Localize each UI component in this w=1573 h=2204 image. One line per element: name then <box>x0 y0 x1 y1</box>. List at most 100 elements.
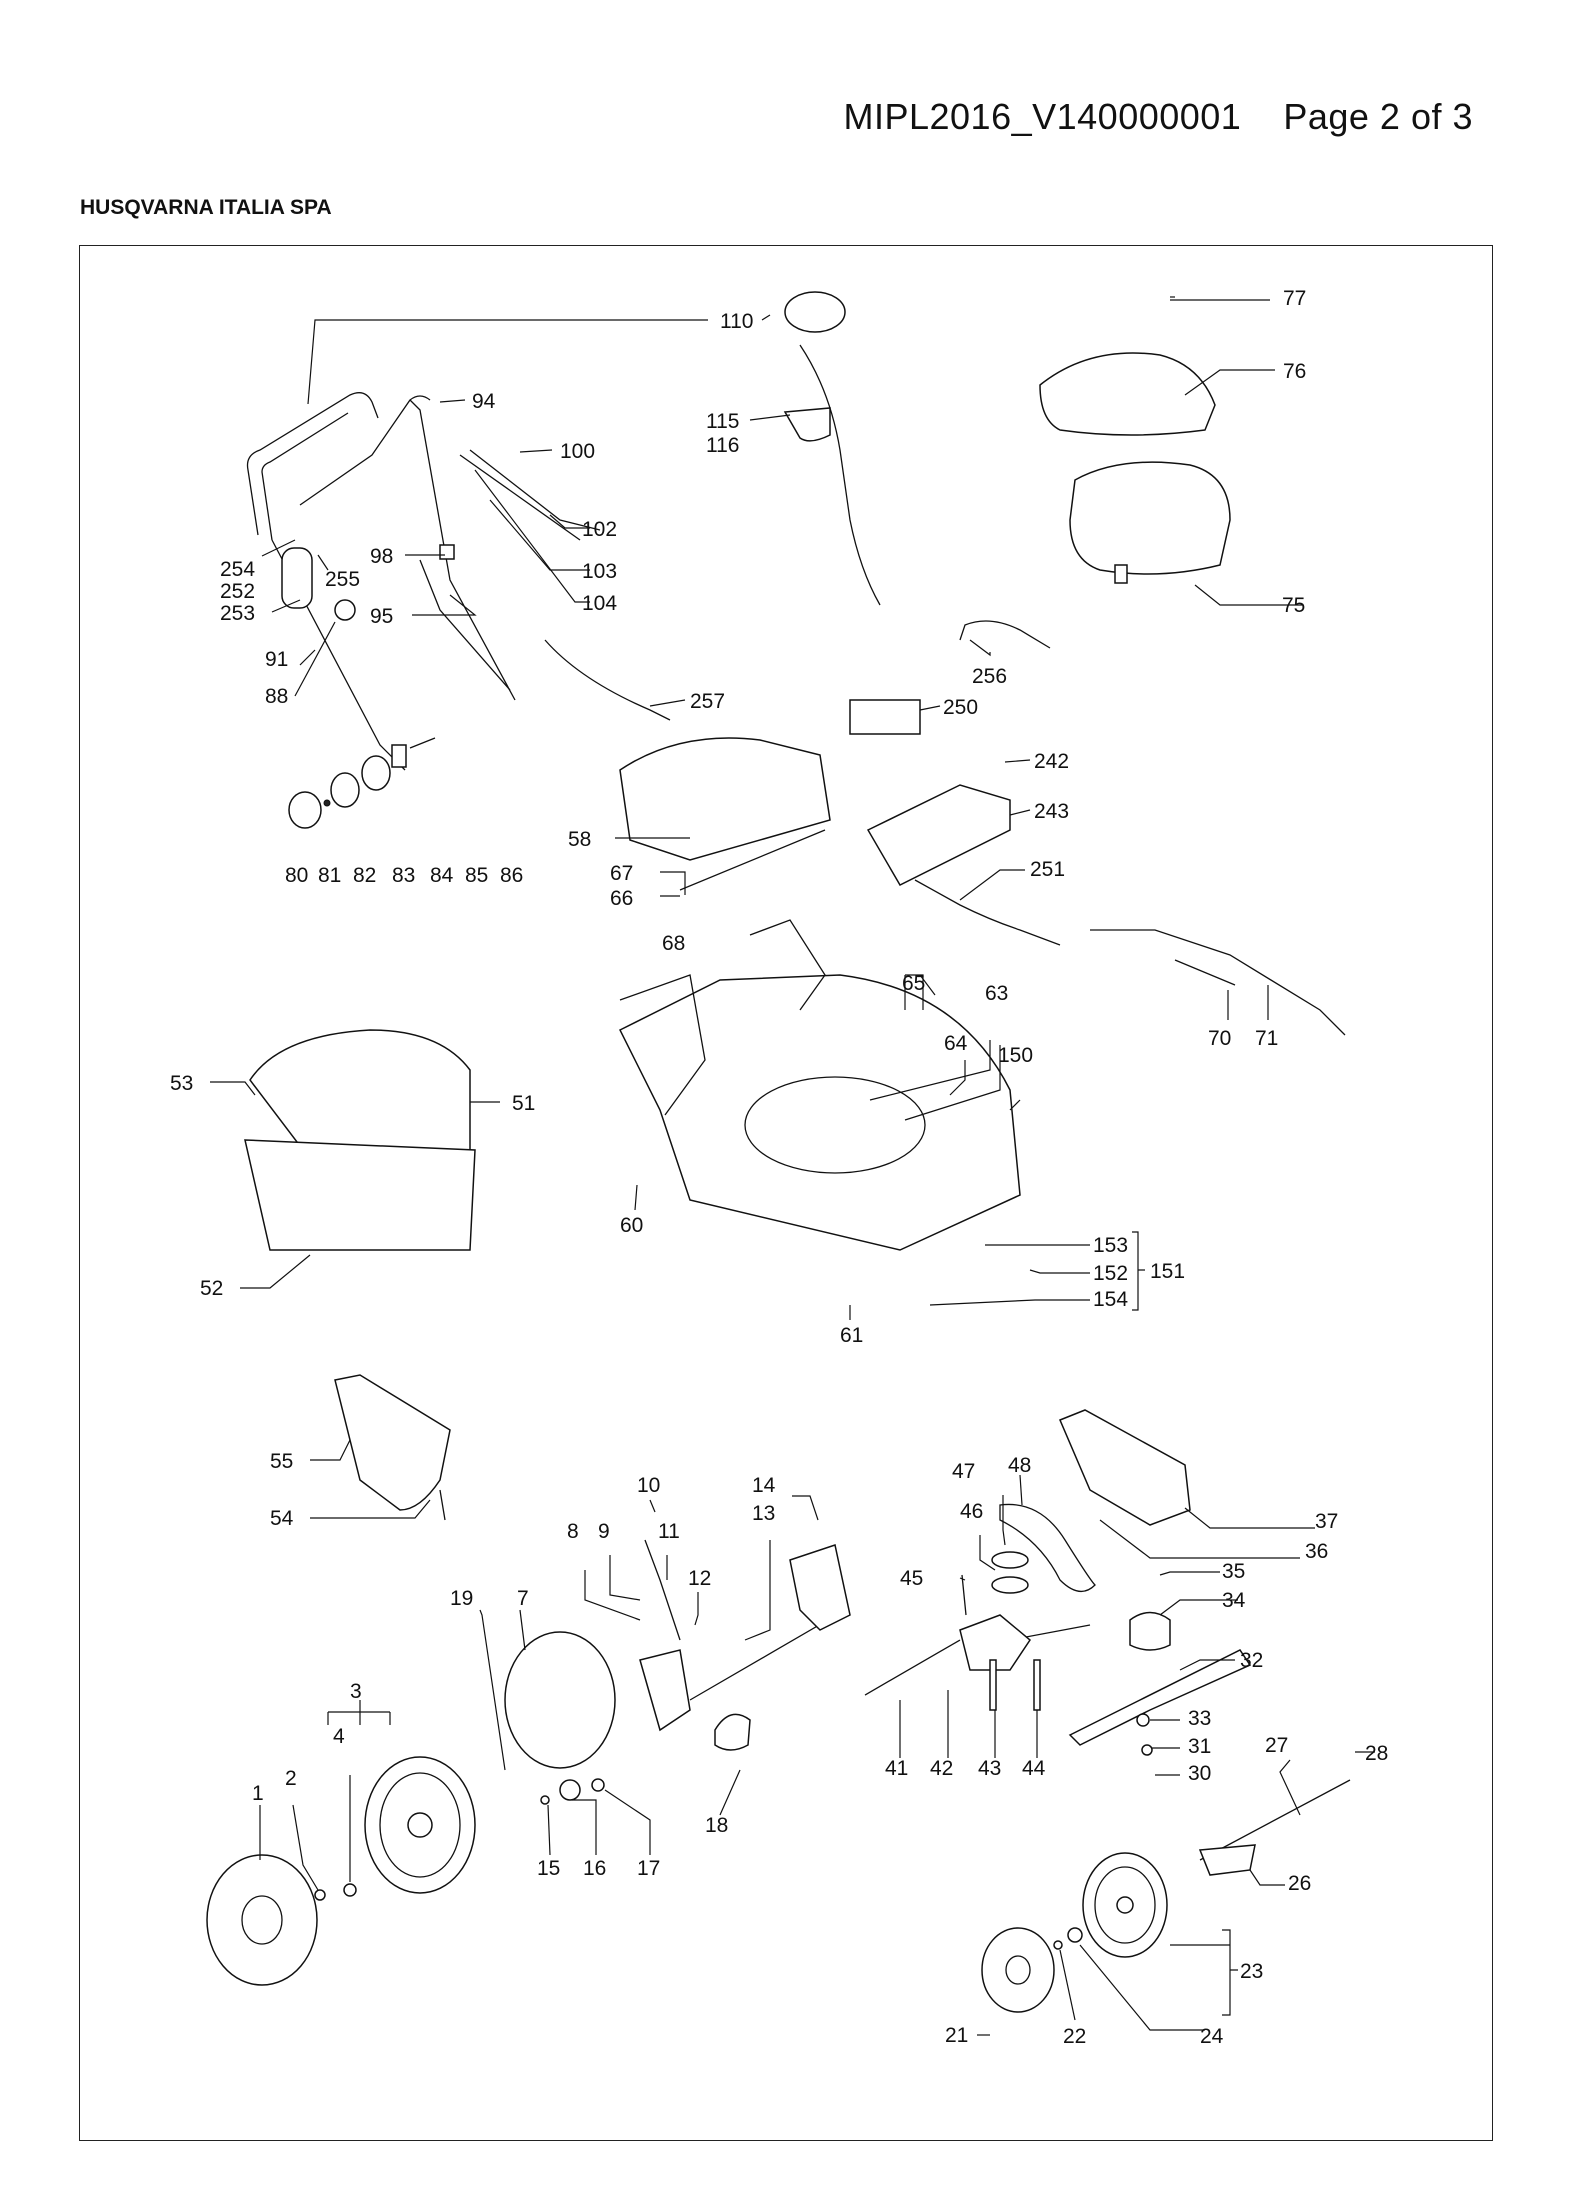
callout-label: 80 <box>285 864 308 887</box>
washer-33-shape <box>1136 1713 1150 1727</box>
callout-label: 71 <box>1255 1027 1278 1050</box>
callout-label: 28 <box>1365 1742 1388 1765</box>
lever-11-shape <box>644 1539 681 1641</box>
callout-label: 83 <box>392 864 415 887</box>
callout-label: 33 <box>1188 1707 1211 1730</box>
battery-250-shape <box>849 699 921 735</box>
callout-label: 250 <box>943 696 978 719</box>
spring-45-shape <box>961 1574 967 1616</box>
mulch-plug-55-shape <box>334 1374 451 1511</box>
lower-handle-shape-b <box>419 559 511 691</box>
callout-label: 150 <box>998 1044 1033 1067</box>
front-wheel-tread-shape <box>379 1772 461 1878</box>
part-number-labels: 110 77 76 94 115 116 100 102 103 104 98 … <box>170 287 1388 2048</box>
callout-label: 10 <box>637 1474 660 1497</box>
callout-label: 37 <box>1315 1510 1338 1533</box>
rear-flap-58-shape <box>619 737 831 861</box>
cable-104-shape <box>469 449 601 531</box>
spring-70-shape <box>1174 959 1236 986</box>
handle-bar-right-shape <box>409 399 516 701</box>
ring-15-shape <box>540 1795 550 1805</box>
throttle-lever-shape <box>784 291 846 333</box>
callout-label: 98 <box>370 545 393 568</box>
front-wheel-hub-shape <box>407 1812 433 1838</box>
callout-label: 15 <box>537 1857 560 1880</box>
callout-label: 82 <box>353 864 376 887</box>
engine-shaft-shape <box>1114 564 1128 584</box>
callout-label: 253 <box>220 602 255 625</box>
callout-label: 4 <box>333 1725 345 1748</box>
part-shapes <box>206 291 1351 2013</box>
bracket-13-shape <box>789 1544 851 1631</box>
callout-label: 67 <box>610 862 633 885</box>
callout-label: 254 <box>220 558 255 581</box>
adapter-34-shape <box>1129 1611 1171 1651</box>
knob-88-shape <box>334 599 356 621</box>
engine-cover-76-shape <box>1039 352 1216 436</box>
callout-label: 12 <box>688 1567 711 1590</box>
callout-label: 11 <box>658 1520 680 1543</box>
callout-label: 24 <box>1200 2025 1224 2048</box>
callout-label: 19 <box>450 1587 473 1610</box>
washer-83-shape <box>361 755 391 791</box>
callout-label: 31 <box>1188 1735 1211 1758</box>
callout-label: 104 <box>582 592 617 615</box>
charger-256-shape <box>959 620 1051 649</box>
cover-37-shape <box>1059 1409 1191 1526</box>
callout-label: 102 <box>582 518 617 541</box>
callout-label: 77 <box>1283 287 1306 310</box>
callout-label: 52 <box>200 1277 223 1300</box>
engine-75-shape <box>1069 461 1231 575</box>
hubcap-21-inner <box>1005 1955 1031 1985</box>
callout-label: 110 <box>720 310 753 333</box>
callout-label: 53 <box>170 1072 193 1095</box>
callout-label: 7 <box>517 1587 529 1610</box>
callout-label: 91 <box>265 648 288 671</box>
callout-label: 75 <box>1282 594 1305 617</box>
pulley-46-shape <box>991 1576 1029 1594</box>
upper-handle-shape <box>246 392 379 536</box>
callout-label: 60 <box>620 1214 643 1237</box>
upper-handle-shape-inner <box>261 412 349 541</box>
spring-54-shape <box>439 1489 446 1521</box>
deck-bracket-shape <box>619 974 706 1116</box>
handle-grip-shape <box>281 547 313 609</box>
callout-label: 64 <box>944 1032 968 1055</box>
callout-label: 45 <box>900 1567 923 1590</box>
callout-label: 256 <box>972 665 1007 688</box>
callout-label: 94 <box>472 390 496 413</box>
bag-52-shape <box>244 1139 476 1251</box>
callout-label: 66 <box>610 887 633 910</box>
cable-110-shape <box>799 344 881 606</box>
hubcap-1-shape <box>206 1854 318 1986</box>
callout-label: 255 <box>325 568 360 591</box>
callout-label: 243 <box>1034 800 1069 823</box>
belt-48-shape <box>999 1503 1096 1592</box>
rear-wheel-hub-shape <box>1116 1896 1134 1914</box>
callout-label: 13 <box>752 1502 775 1525</box>
nut-2-shape <box>314 1889 326 1901</box>
callout-label: 68 <box>662 932 685 955</box>
callout-label: 70 <box>1208 1027 1231 1050</box>
page-indicator: Page 2 of 3 <box>1283 96 1473 137</box>
deck-arm-shape <box>749 919 826 1011</box>
battery-box-243-shape <box>866 784 1011 886</box>
knob-18-shape <box>714 1713 751 1751</box>
callout-label: 8 <box>567 1520 579 1543</box>
callout-label: 115 <box>706 410 739 433</box>
callout-label: 34 <box>1222 1589 1246 1612</box>
harness-251-shape <box>914 879 1061 946</box>
bolt-86-shape <box>409 737 436 749</box>
callout-label: 22 <box>1063 2025 1086 2048</box>
callout-label: 1 <box>252 1782 264 1805</box>
callout-label: 42 <box>930 1757 953 1780</box>
callout-label: 32 <box>1240 1649 1263 1672</box>
callout-label: 81 <box>318 864 341 887</box>
callout-label: 61 <box>840 1324 863 1347</box>
callout-label: 17 <box>637 1857 660 1880</box>
axle-41-shape <box>864 1639 961 1696</box>
plate-85-shape <box>391 744 407 768</box>
callout-label: 14 <box>752 1474 776 1497</box>
document-number: MIPL2016_V140000001 <box>843 96 1242 137</box>
washer-24-shape <box>1067 1927 1083 1943</box>
